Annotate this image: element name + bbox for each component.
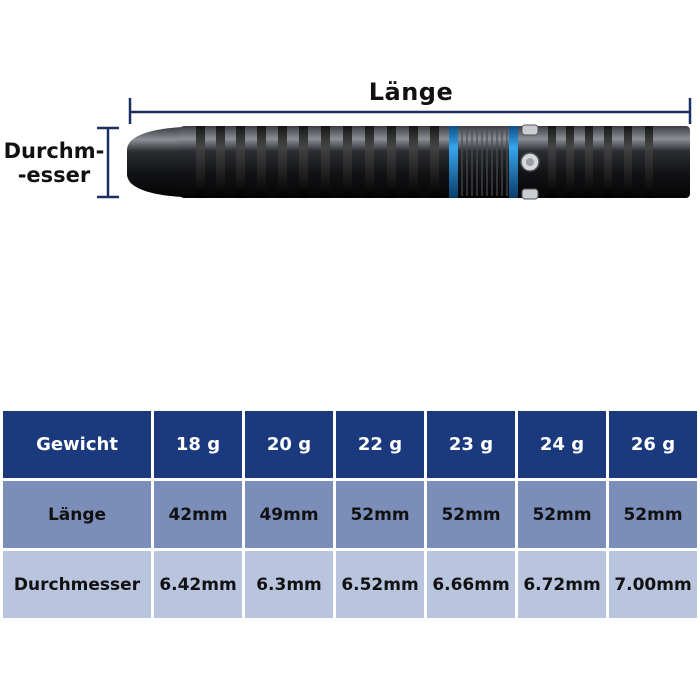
diameter-cell: 6.72mm: [518, 551, 606, 618]
weight-row-header: Gewicht: [3, 411, 151, 478]
weight-cell: 18 g: [154, 411, 242, 478]
length-cell: 52mm: [609, 481, 697, 548]
diameter-cell: 6.3mm: [245, 551, 333, 618]
weight-cell: 20 g: [245, 411, 333, 478]
barrel-pins: [520, 124, 540, 200]
diameter-dimension-label: Durchm- -esser: [2, 139, 106, 187]
diameter-cell: 6.42mm: [154, 551, 242, 618]
diameter-label-line2: -esser: [17, 163, 91, 187]
weight-cell: 24 g: [518, 411, 606, 478]
weight-cell: 26 g: [609, 411, 697, 478]
length-dimension-label: Länge: [368, 78, 454, 106]
diameter-row: Durchmesser 6.42mm 6.3mm 6.52mm 6.66mm 6…: [3, 551, 697, 618]
length-row: Länge 42mm 49mm 52mm 52mm 52mm 52mm: [3, 481, 697, 548]
length-cell: 52mm: [336, 481, 424, 548]
weight-cell: 22 g: [336, 411, 424, 478]
diameter-cell: 6.66mm: [427, 551, 515, 618]
length-cell: 52mm: [518, 481, 606, 548]
weight-cell: 23 g: [427, 411, 515, 478]
blue-ring-right: [509, 126, 518, 198]
diameter-row-header: Durchmesser: [3, 551, 151, 618]
diameter-cell: 6.52mm: [336, 551, 424, 618]
diameter-label-line1: Durchm-: [3, 139, 105, 163]
dimension-lines: [97, 98, 692, 199]
dart-nose: [127, 127, 182, 197]
dart-barrel-image: [127, 124, 690, 200]
length-row-header: Länge: [3, 481, 151, 548]
weight-row: Gewicht 18 g 20 g 22 g 23 g 24 g 26 g: [3, 411, 697, 478]
length-cell: 52mm: [427, 481, 515, 548]
blue-ring-left: [449, 126, 458, 198]
spec-table: Gewicht 18 g 20 g 22 g 23 g 24 g 26 g Lä…: [0, 408, 700, 621]
diameter-cell: 7.00mm: [609, 551, 697, 618]
length-cell: 49mm: [245, 481, 333, 548]
length-cell: 42mm: [154, 481, 242, 548]
